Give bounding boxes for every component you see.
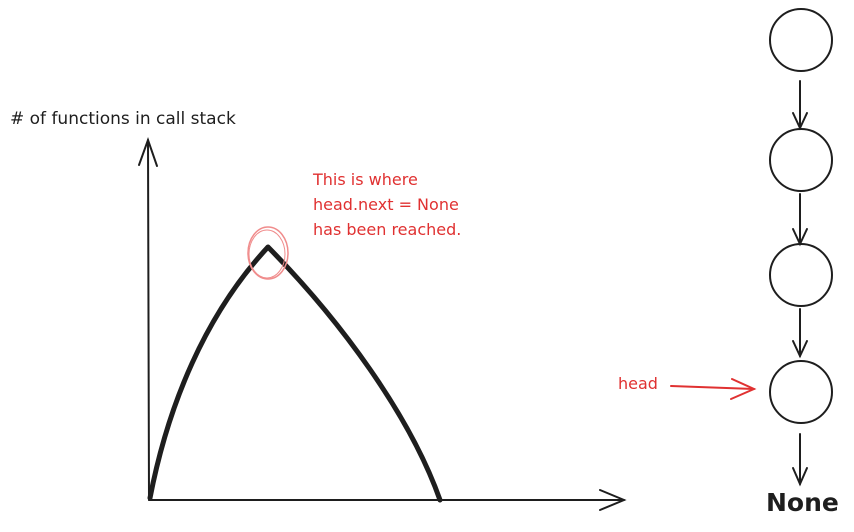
next-pointer-arrow: [792, 80, 808, 131]
head-label: head: [618, 374, 658, 393]
x-axis-arrowhead: [599, 489, 627, 511]
call-stack-curve: [147, 244, 443, 503]
none-label: None: [766, 488, 839, 517]
none-pointer-arrow: [792, 433, 808, 487]
x-axis: [148, 489, 627, 511]
linked-list: [769, 8, 833, 487]
list-node: [769, 8, 833, 72]
head-list-node: [769, 360, 833, 424]
peak-highlight-circle: [247, 226, 289, 280]
list-node: [769, 128, 833, 192]
y-axis-arrowhead: [138, 136, 158, 167]
next-pointer-arrow: [792, 193, 808, 247]
annotation-line-3: has been reached.: [313, 220, 461, 239]
head-pointer-arrow: [670, 378, 757, 400]
list-node: [769, 243, 833, 307]
annotation-line-1: This is where: [312, 170, 418, 189]
y-axis: [138, 136, 158, 501]
next-pointer-arrow: [792, 308, 808, 359]
annotation-line-2: head.next = None: [313, 195, 459, 214]
y-axis-label: # of functions in call stack: [10, 109, 236, 129]
peak-annotation: This is where head.next = None has been …: [312, 170, 461, 239]
